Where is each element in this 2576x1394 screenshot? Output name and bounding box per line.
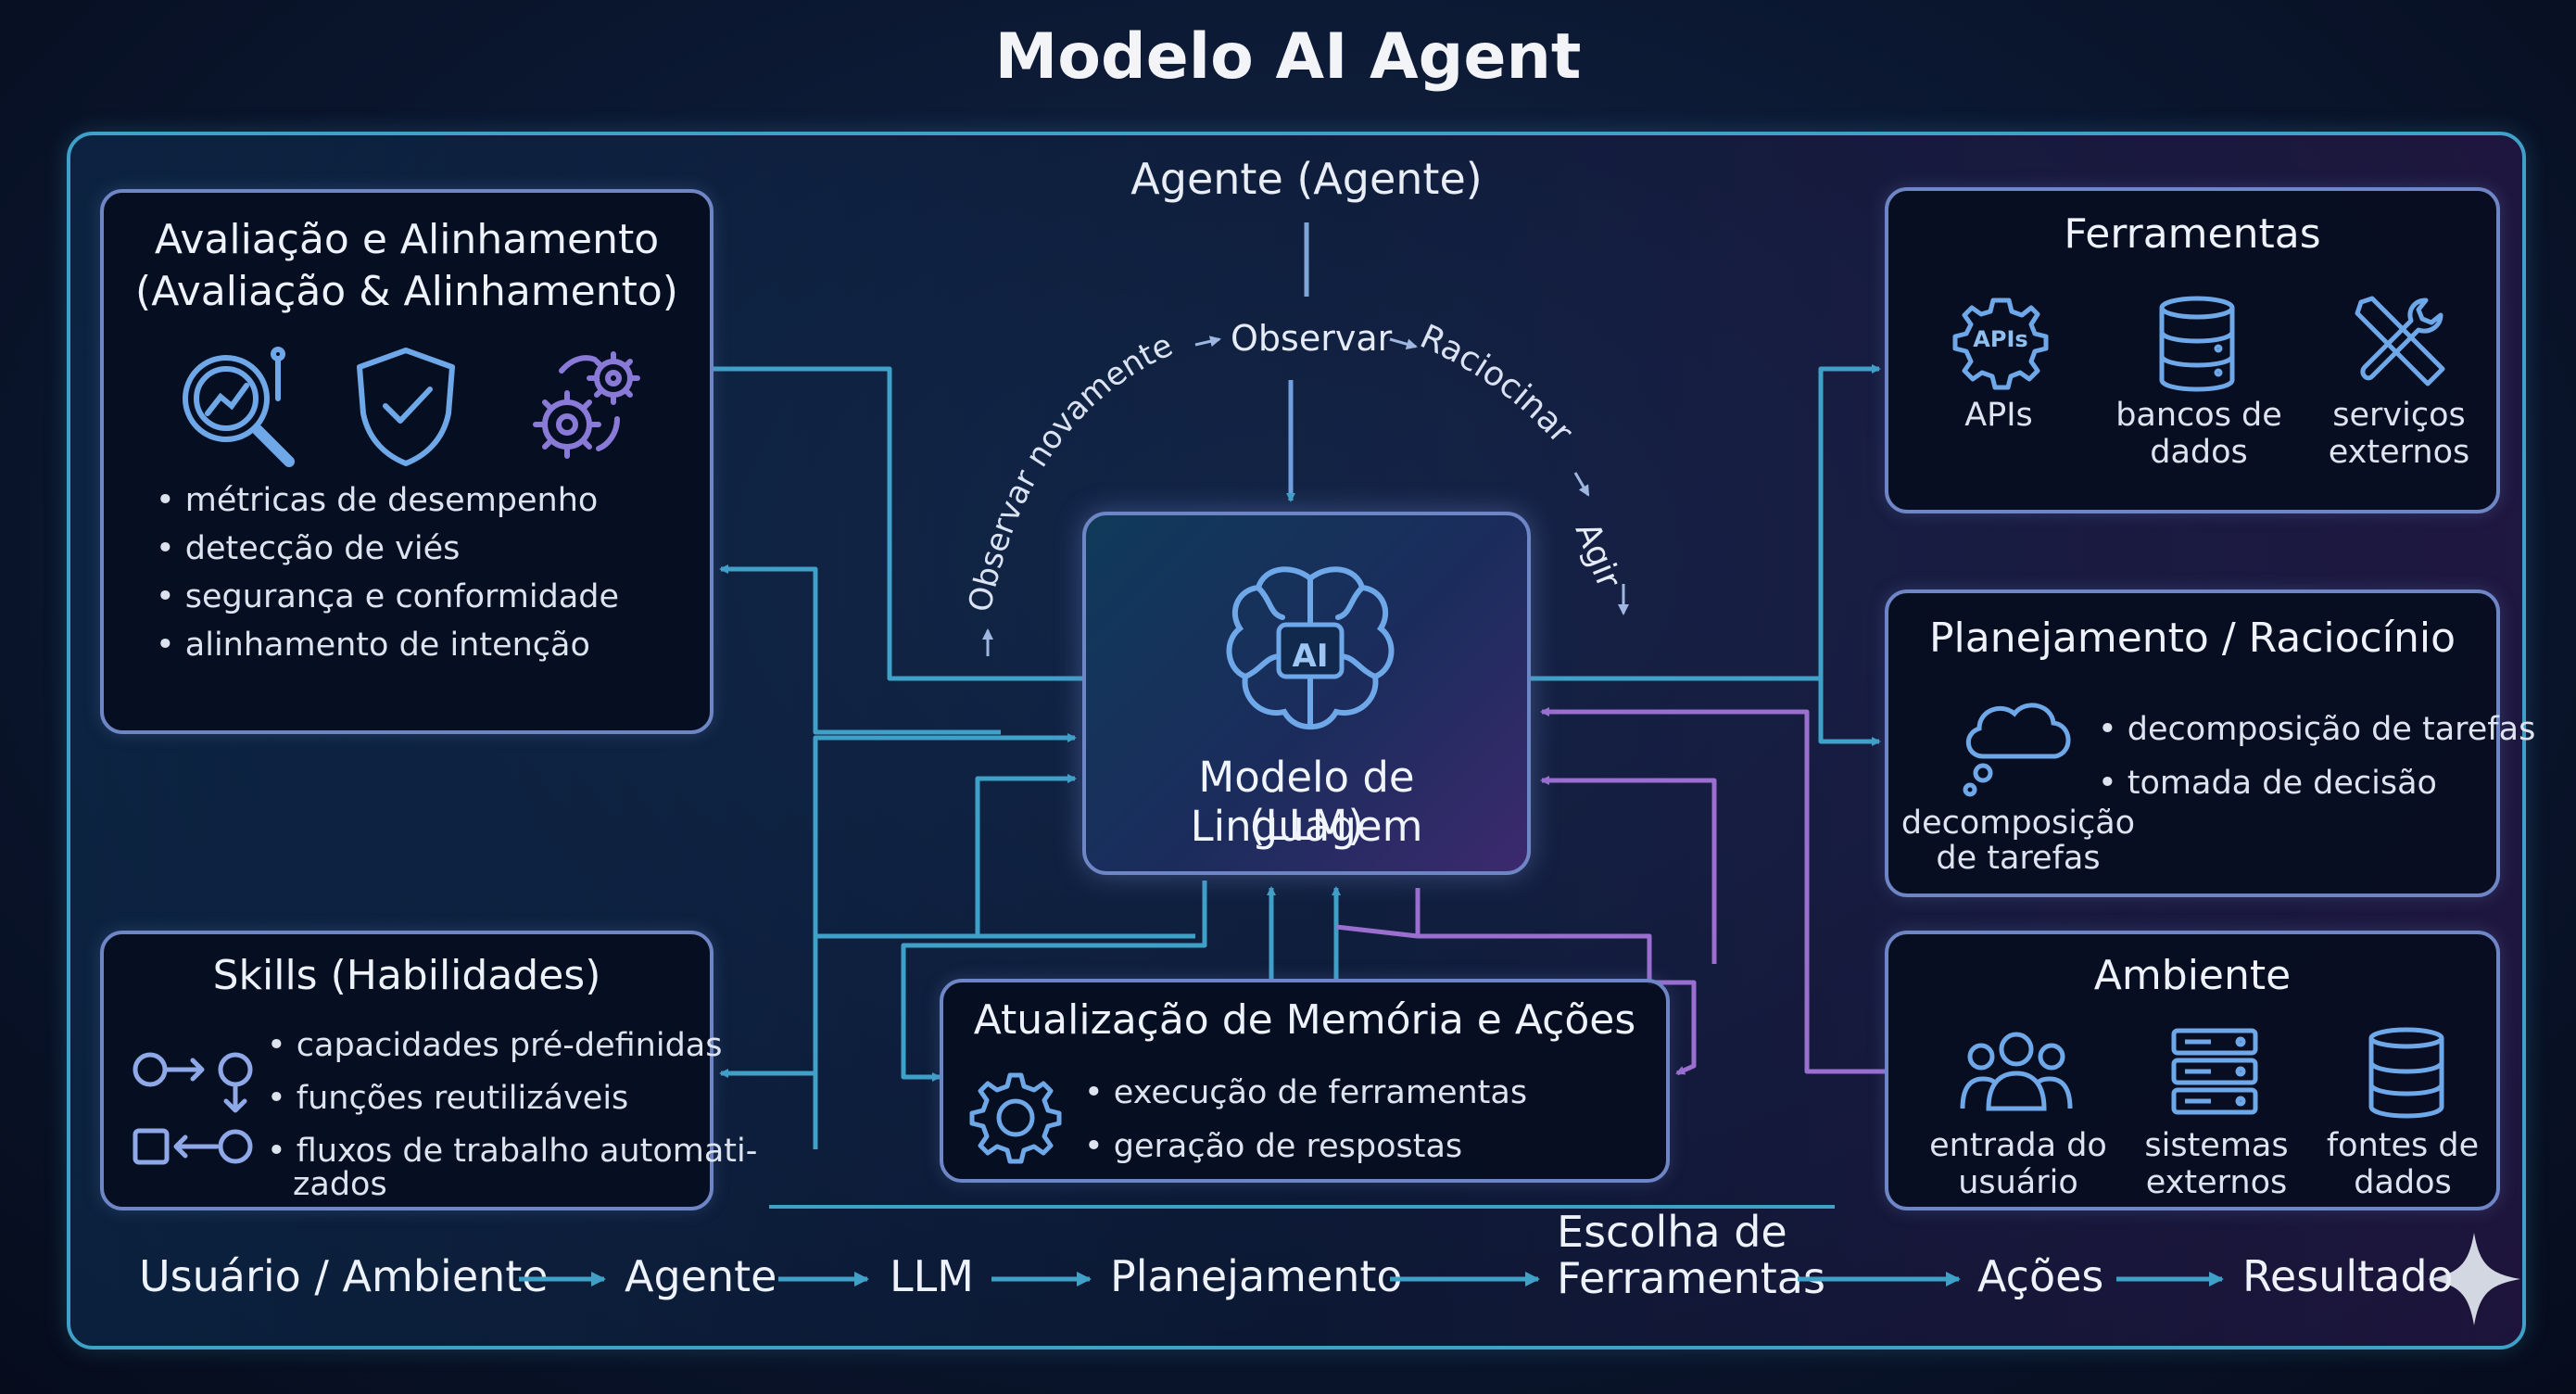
flow-step-tool-choice-line1: Escolha de [1557, 1207, 1787, 1257]
evaluation-title-line2: (Avaliação & Alinhamento) [135, 268, 678, 315]
memory-title: Atualização de Memória e Ações [973, 996, 1636, 1044]
flow-step-planning: Planejamento [1110, 1251, 1403, 1301]
llm-title-line1: Modelo de Linguagem [1190, 753, 1423, 851]
workflow-icon [133, 1052, 253, 1165]
gears-icon [533, 351, 640, 459]
planning-list: decomposição de tarefas tomada de decisã… [2098, 703, 2536, 810]
llm-to-evaluation-arrow [719, 564, 1001, 735]
skills-title: Skills (Habilidades) [212, 952, 601, 999]
llm-to-memory-arrow [901, 881, 1207, 1082]
gear-icon [969, 1072, 1062, 1164]
api-gear-icon [1952, 298, 2049, 390]
databases-label-line2: dados [2150, 434, 2248, 471]
memory-item: execução de ferramentas [1084, 1066, 1527, 1120]
observe-to-reason-arrow [1389, 337, 1418, 350]
external-services-label-line1: serviços [2332, 397, 2466, 434]
analytics-magnifier-icon [183, 347, 295, 467]
flow-step-result: Resultado [2242, 1251, 2454, 1301]
observe-label: Observar [1231, 318, 1393, 359]
planning-panel: Planejamento / Raciocínio decomposição d… [1885, 589, 2535, 897]
environment-panel: Ambiente entrada do usuário sistemas ex [1885, 931, 2500, 1210]
flow-step-llm: LLM [890, 1251, 974, 1301]
memory-right-loop [1418, 933, 1697, 1076]
flow-step-user-environment: Usuário / Ambiente [139, 1251, 549, 1301]
evaluation-item: métricas de desempenho [156, 476, 619, 525]
data-sources-icon [2368, 1027, 2444, 1119]
skills-item: fluxos de trabalho automati- [267, 1125, 758, 1178]
skills-loop-arrow [975, 774, 1077, 936]
databases-label-line1: bancos de [2115, 397, 2282, 434]
skills-item-continuation: zados [293, 1166, 387, 1203]
skills-to-llm-arrow [813, 733, 1077, 1149]
evaluation-item: detecção de viés [156, 525, 619, 573]
skills-list: capacidades pré-definidas funções reutil… [267, 1020, 758, 1178]
planning-title: Planejamento / Raciocínio [1928, 615, 2456, 662]
skills-item: funções reutilizáveis [267, 1072, 757, 1125]
planning-item: decomposição de tarefas [2098, 703, 2536, 756]
reason-to-act-arrow [1573, 472, 1590, 497]
flow-step-tool-choice-line2: Ferramentas [1557, 1253, 1825, 1303]
users-icon [1960, 1032, 2073, 1111]
apis-badge: APIs [1973, 326, 2028, 352]
process-flow: Usuário / Ambiente Agente LLM Planejamen… [74, 1207, 2520, 1346]
data-sources-label-line1: fontes de [2326, 1127, 2480, 1164]
memory-list: execução de ferramentas geração de respo… [1084, 1066, 1527, 1173]
memory-item: geração de respostas [1084, 1120, 1527, 1173]
user-input-label-line1: entrada do [1929, 1127, 2107, 1164]
thought-cloud-icon [1963, 703, 2071, 797]
data-sources-label-line2: dados [2354, 1164, 2452, 1201]
act-label: Agir [1568, 517, 1628, 594]
agent-title: Agente (Agente) [1130, 154, 1483, 204]
apis-label: APIs [1964, 397, 2033, 434]
reobserve-to-observe-arrow [1194, 336, 1221, 348]
llm-to-planning-arrow [1818, 678, 1881, 746]
evaluation-item: alinhamento de intenção [156, 621, 619, 669]
evaluation-title-line1: Avaliação e Alinhamento [154, 216, 660, 263]
environment-to-llm-arrow-2 [1540, 776, 1717, 964]
brain-icon [1226, 566, 1395, 730]
evaluation-item: segurança e conformidade [156, 573, 619, 621]
external-services-label-line2: externos [2328, 434, 2470, 471]
shield-check-icon [357, 348, 455, 466]
memory-panel: Atualização de Memória e Ações execução … [940, 979, 1670, 1183]
evaluation-list: métricas de desempenho detecção de viés … [156, 476, 619, 669]
external-systems-label-line1: sistemas [2144, 1127, 2289, 1164]
evaluation-panel: Avaliação e Alinhamento (Avaliação & Ali… [100, 189, 713, 734]
llm-to-tools-arrow [1531, 364, 1881, 681]
flow-arrows [519, 1233, 2520, 1325]
servers-icon [2171, 1028, 2258, 1115]
planning-caption-line2: de tarefas [1936, 840, 2101, 877]
flow-step-agent: Agente [625, 1251, 777, 1301]
external-systems-label-line2: externos [2145, 1164, 2288, 1201]
sparkle-icon [2428, 1233, 2520, 1325]
llm-to-evaluation-line [713, 366, 1082, 681]
environment-title: Ambiente [2093, 952, 2292, 999]
skills-panel: Skills (Habilidades) capacidades pré-def… [100, 931, 757, 1210]
skills-item: capacidades pré-definidas [267, 1020, 757, 1072]
llm-title-line2: (LLM) [1248, 801, 1365, 850]
wrench-screwdriver-icon [2355, 296, 2445, 387]
svg-text:Raciocinar: Raciocinar [1414, 318, 1580, 451]
planning-caption-line1: decomposição [1900, 805, 2136, 842]
environment-to-llm-arrow [1540, 707, 1887, 1074]
page-title: Modelo AI Agent [994, 20, 1582, 94]
ai-badge: AI [1292, 638, 1329, 675]
user-input-label-line2: usuário [1958, 1164, 2078, 1201]
flow-step-actions: Ações [1977, 1251, 2104, 1301]
reason-label: Raciocinar [1414, 318, 1580, 451]
tools-title: Ferramentas [2064, 210, 2321, 258]
tools-panel: Ferramentas APIs APIs bancos de dados se… [1885, 187, 2500, 513]
llm-node: AI Modelo de Linguagem (LLM) [1082, 512, 1531, 875]
database-icon [2159, 296, 2235, 392]
planning-item: tomada de decisão [2098, 756, 2535, 810]
